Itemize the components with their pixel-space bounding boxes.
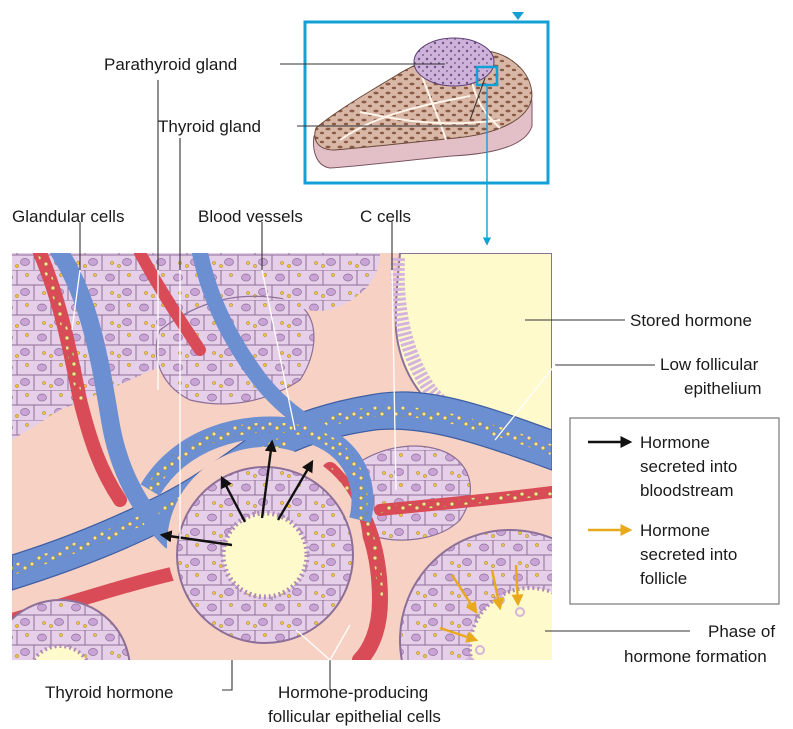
inset-arrow-top	[512, 12, 524, 20]
label-thyroid-gland: Thyroid gland	[158, 117, 261, 136]
label-parathyroid-gland: Parathyroid gland	[104, 55, 237, 74]
label-low-follicular-1: Low follicular	[660, 355, 759, 374]
legend-follicle-3: follicle	[640, 569, 687, 588]
legend-follicle-2: secreted into	[640, 545, 737, 564]
legend-bloodstream-1: Hormone	[640, 433, 710, 452]
label-glandular-cells: Glandular cells	[12, 207, 124, 226]
legend-follicle-1: Hormone	[640, 521, 710, 540]
legend-bloodstream-3: bloodstream	[640, 481, 734, 500]
label-blood-vessels: Blood vessels	[198, 207, 303, 226]
parathyroid-gland-shape	[414, 38, 494, 86]
legend-box: Hormone secreted into bloodstream Hormon…	[570, 418, 779, 604]
label-producing-1: Hormone-producing	[278, 683, 428, 702]
label-phase-2: hormone formation	[624, 647, 767, 666]
tissue-section	[0, 253, 620, 729]
label-thyroid-hormone: Thyroid hormone	[45, 683, 174, 702]
gland-inset	[305, 12, 548, 244]
formation-lumen	[470, 588, 590, 708]
label-c-cells: C cells	[360, 207, 411, 226]
label-phase-1: Phase of	[708, 622, 775, 641]
label-stored-hormone: Stored hormone	[630, 311, 752, 330]
label-low-follicular-2: epithelium	[684, 379, 762, 398]
legend-bloodstream-2: secreted into	[640, 457, 737, 476]
label-producing-2: follicular epithelial cells	[268, 707, 441, 726]
follicle-lumen	[223, 513, 307, 597]
